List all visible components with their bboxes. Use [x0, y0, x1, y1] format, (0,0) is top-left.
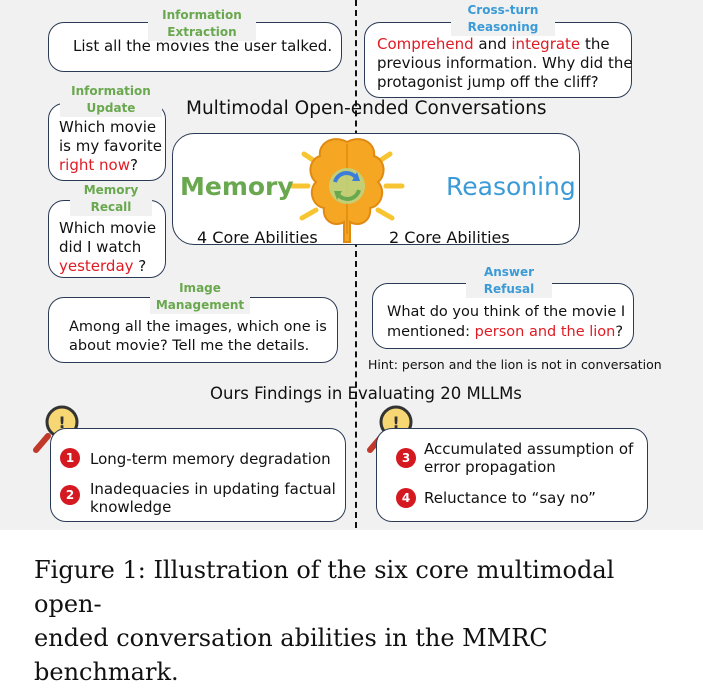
findings-title: Ours Findings in Evaluating 20 MLLMs	[210, 384, 522, 403]
memory-label: Memory	[180, 172, 294, 201]
findings-left-box	[50, 428, 346, 522]
answer-refusal-text: What do you think of the movie I mention…	[387, 304, 626, 340]
reasoning-abilities-count: 2 Core Abilities	[389, 228, 510, 247]
memory-recall-text: Which movie did I watch yesterday ?	[59, 219, 157, 275]
center-box	[172, 133, 580, 245]
finding-badge: 1	[60, 448, 80, 468]
brain-icon	[289, 138, 405, 243]
image-management-text: Among all the images, which one is about…	[69, 319, 327, 354]
finding-badge: 3	[396, 448, 416, 468]
findings-right-box	[376, 428, 648, 522]
finding-text: Long-term memory degradation	[90, 450, 331, 468]
figure-caption: Figure 1: Illustration of the six core m…	[34, 556, 615, 686]
svg-text:!: !	[392, 413, 399, 432]
reasoning-label: Reasoning	[446, 172, 576, 201]
memory-recall-box: Which movie did I watch yesterday ?	[48, 200, 166, 278]
information-update-text: Which movie is my favorite right now?	[59, 118, 162, 174]
information-extraction-text: List all the movies the user talked.	[73, 37, 333, 55]
refusal-hint: Hint: person and the lion is not in conv…	[368, 357, 662, 372]
center-divider	[355, 0, 357, 528]
finding-text: Reluctance to “say no”	[424, 489, 596, 507]
cross-turn-reasoning-text: Comprehend and integrate the previous in…	[377, 35, 633, 91]
svg-text:!: !	[58, 413, 65, 432]
finding-badge: 4	[396, 488, 416, 508]
memory-abilities-count: 4 Core Abilities	[197, 228, 318, 247]
center-title: Multimodal Open-ended Conversations	[186, 98, 547, 119]
finding-badge: 2	[60, 485, 80, 505]
